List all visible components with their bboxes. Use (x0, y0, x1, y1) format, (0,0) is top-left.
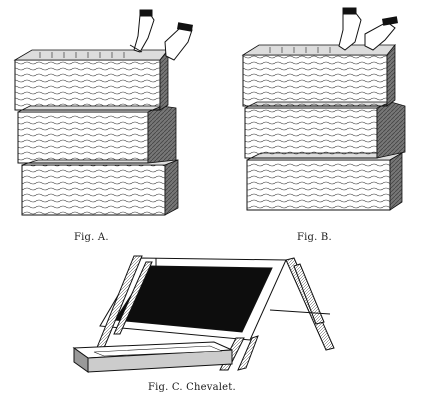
figure-a (0, 0, 215, 245)
figure-b (215, 0, 431, 245)
figure-c (60, 252, 360, 377)
right-legs (269, 257, 335, 351)
middle-box-a (17, 105, 177, 164)
stacked-frames-a-illustration (13, 9, 193, 216)
middle-box-b (244, 101, 406, 159)
stacked-frames-b-illustration (241, 7, 406, 211)
caption-fig-b: Fig. B. (297, 232, 332, 243)
hands-a (129, 9, 193, 61)
caption-fig-c: Fig. C. Chevalet. (148, 382, 236, 393)
top-box-a (13, 48, 169, 111)
tray (72, 341, 233, 373)
chevalet-illustration (72, 255, 335, 373)
bottom-box-b (246, 152, 404, 211)
bottom-box-a (21, 159, 179, 216)
top-box-b (241, 43, 396, 107)
screen-frame (99, 257, 287, 341)
caption-fig-a: Fig. A. (74, 232, 109, 243)
left-legs (95, 255, 153, 351)
hands-b (338, 7, 398, 51)
